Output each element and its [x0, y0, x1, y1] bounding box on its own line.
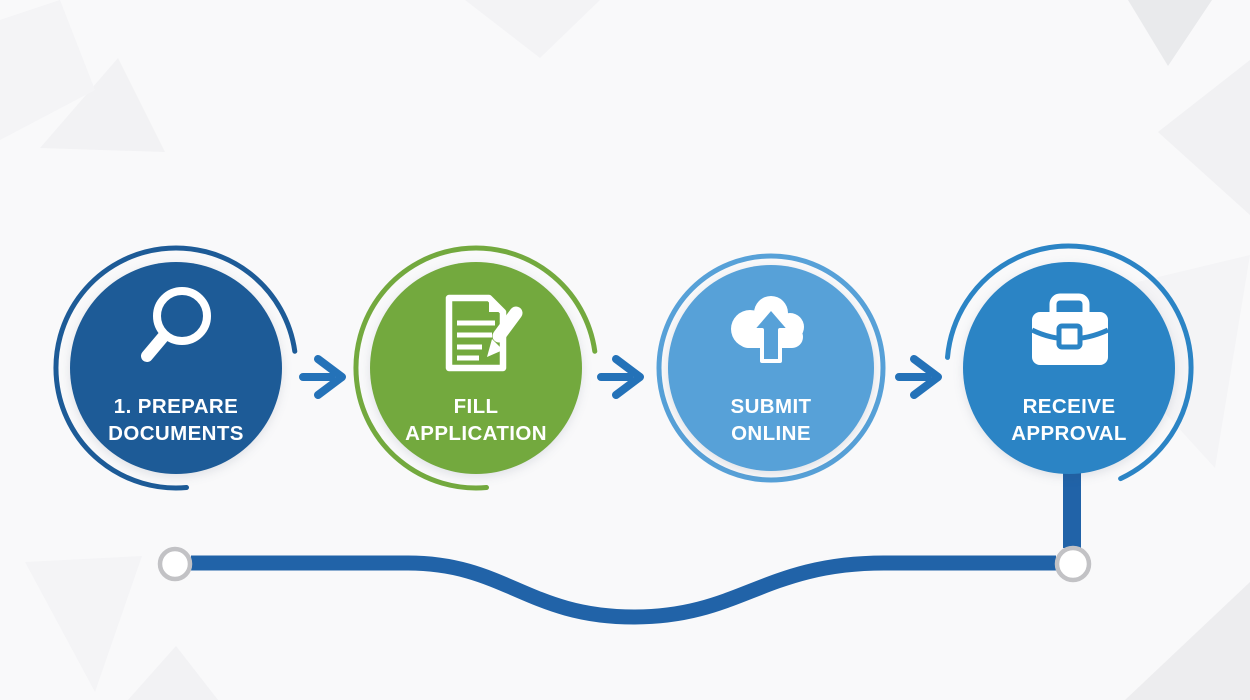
decorative-triangle [0, 0, 95, 140]
briefcase-icon [1030, 293, 1110, 365]
decorative-triangle [25, 556, 142, 692]
decorative-triangle [1125, 582, 1250, 700]
timeline-connector [157, 472, 1092, 625]
decorative-triangle [1128, 0, 1212, 66]
step-label-line2: APPROVAL [1011, 422, 1127, 445]
decorative-triangle [465, 0, 600, 58]
step-label-line1: RECEIVE [1023, 395, 1116, 418]
arrow-right-icon [597, 355, 644, 399]
timeline-endpoint-left [157, 546, 193, 582]
step-prepare-documents: 1. PREPARE DOCUMENTS [53, 245, 298, 491]
step-label-line2: APPLICATION [405, 422, 547, 445]
timeline-endpoint-right [1054, 545, 1092, 583]
step-fill-application: FILL APPLICATION [353, 245, 598, 491]
step-circle [963, 262, 1175, 474]
magnifier-icon [141, 287, 211, 362]
step-label-line1: SUBMIT [731, 395, 812, 418]
step-ring [656, 253, 886, 483]
decorative-triangle [1158, 60, 1250, 215]
flow-arrows [299, 355, 942, 399]
step-ring [353, 245, 598, 491]
decorative-triangle [128, 646, 218, 700]
step-ring [945, 243, 1194, 482]
step-label-line2: DOCUMENTS [108, 422, 244, 445]
step-receive-approval: RECEIVE APPROVAL [945, 243, 1194, 482]
step-label-line1: FILL [454, 395, 499, 418]
step-submit-online: SUBMIT ONLINE [656, 253, 886, 483]
step-label-line1: 1. PREPARE [114, 395, 238, 418]
arrow-right-icon [895, 355, 942, 399]
step-ring [53, 245, 298, 491]
step-circle [70, 262, 282, 474]
decorative-triangle [40, 58, 165, 152]
document-pencil-icon [445, 294, 523, 372]
cloud-upload-icon [731, 296, 804, 363]
step-label-line2: ONLINE [731, 422, 811, 445]
step-circle [668, 265, 874, 471]
timeline-path [191, 555, 1056, 625]
arrow-right-icon [299, 355, 346, 399]
